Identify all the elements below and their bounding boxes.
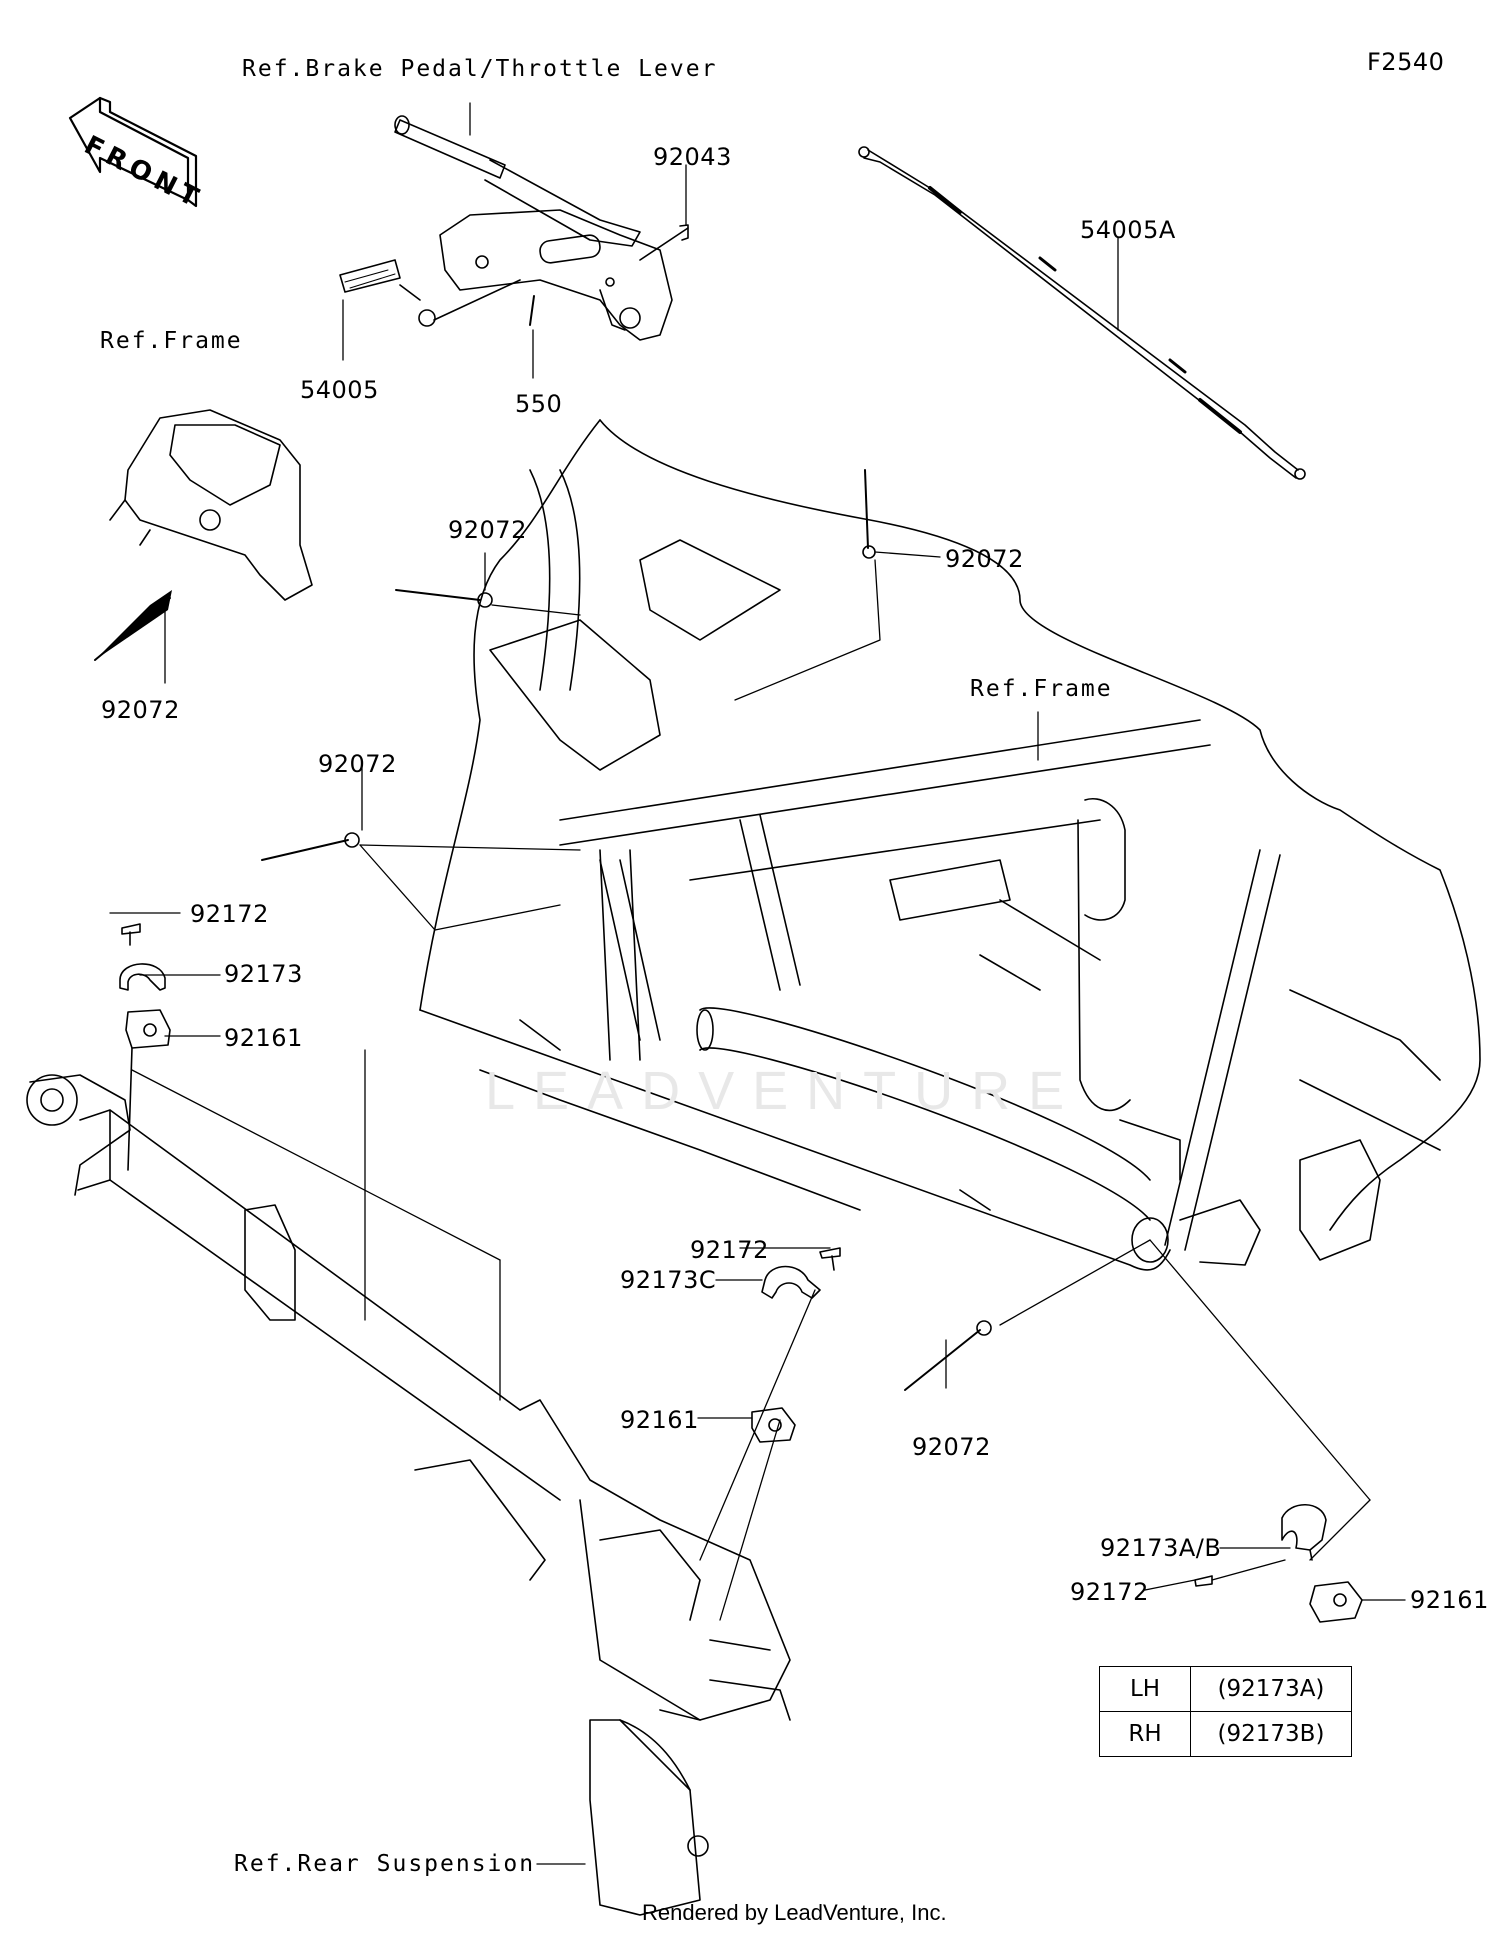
part-label-92172-b: 92172 (690, 1236, 769, 1264)
cable-54005a (858, 146, 1306, 480)
ref-frame-center-label: Ref.Frame (970, 676, 1113, 702)
part-label-92043: 92043 (653, 143, 732, 171)
part-label-54005a: 54005A (1080, 216, 1176, 244)
clamp-parts (119, 923, 1363, 1623)
part-label-92172-a: 92172 (190, 900, 269, 928)
part-cell: (92173A) (1190, 1666, 1352, 1712)
brake-lever-assembly (339, 115, 689, 341)
part-label-92173: 92173 (224, 960, 303, 988)
part-label-92072-d: 92072 (318, 750, 397, 778)
cable-ties (261, 469, 992, 1391)
part-label-92173c: 92173C (620, 1266, 717, 1294)
part-label-92161-a: 92161 (224, 1024, 303, 1052)
watermark: LEADVENTURE (485, 1061, 1083, 1121)
ref-frame-left-label: Ref.Frame (100, 328, 243, 354)
frame-ref-left (94, 409, 313, 661)
part-label-92172-c: 92172 (1070, 1578, 1149, 1606)
part-label-54005: 54005 (300, 376, 379, 404)
footer-credit: Rendered by LeadVenture, Inc. (642, 1900, 947, 1925)
rear-suspension-arm (26, 1074, 791, 1916)
table-row: LH (92173A) (1099, 1666, 1352, 1712)
frame-main (419, 419, 1481, 1271)
side-part-table: LH (92173A) RH (92173B) (1099, 1666, 1352, 1757)
part-label-550: 550 (515, 390, 563, 418)
part-label-92173ab: 92173A/B (1100, 1534, 1222, 1562)
part-label-92072-b: 92072 (945, 545, 1024, 573)
side-cell: LH (1099, 1666, 1191, 1712)
ref-brake-pedal-label: Ref.Brake Pedal/Throttle Lever (242, 56, 718, 82)
leader-lines (109, 102, 1406, 1865)
side-cell: RH (1099, 1711, 1191, 1757)
figure-code: F2540 (1367, 48, 1445, 76)
part-label-92072-a: 92072 (448, 516, 527, 544)
part-label-92161-b: 92161 (620, 1406, 699, 1434)
table-row: RH (92173B) (1099, 1711, 1352, 1757)
front-arrow-icon (68, 96, 198, 208)
part-label-92072-c: 92072 (101, 696, 180, 724)
part-cell: (92173B) (1190, 1711, 1352, 1757)
part-label-92161-c: 92161 (1410, 1586, 1489, 1614)
part-label-92072-e: 92072 (912, 1433, 991, 1461)
ref-rear-suspension-label: Ref.Rear Suspension (234, 1851, 536, 1877)
